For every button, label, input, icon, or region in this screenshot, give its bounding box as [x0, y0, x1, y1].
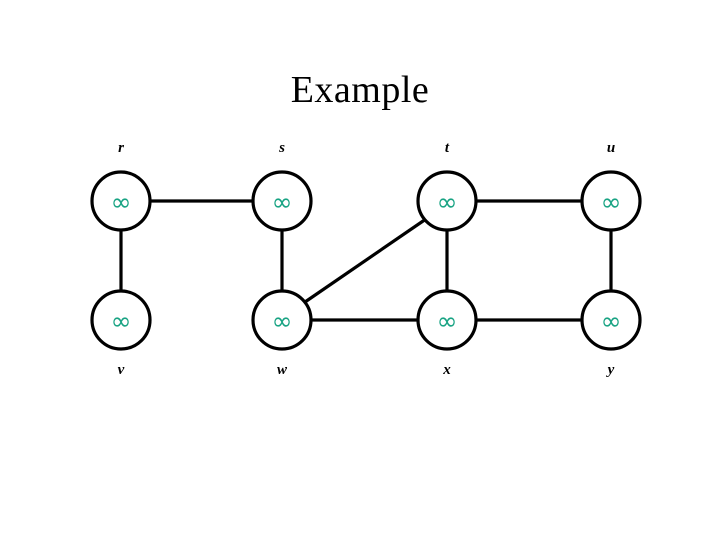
node-circle-s — [251, 170, 313, 232]
node-value-v: ∞ — [111, 307, 132, 336]
node-label-r: r — [118, 140, 124, 156]
graph-node-y[interactable]: ∞y — [580, 289, 642, 378]
node-value-u: ∞ — [601, 188, 622, 217]
node-circle-y — [580, 289, 642, 351]
node-circle-w — [251, 289, 313, 351]
node-circle-x — [416, 289, 478, 351]
node-label-t: t — [445, 140, 450, 156]
node-circle-t — [416, 170, 478, 232]
graph-node-u[interactable]: ∞u — [580, 140, 642, 232]
node-label-v: v — [118, 362, 125, 378]
nodes-group: ∞r∞s∞t∞u∞v∞w∞x∞y — [90, 140, 642, 378]
graph-edge-w-t — [304, 217, 427, 304]
node-circle-r — [90, 170, 152, 232]
node-label-u: u — [607, 140, 615, 156]
node-value-s: ∞ — [272, 188, 293, 217]
node-label-x: x — [442, 362, 451, 378]
node-label-y: y — [606, 362, 615, 378]
node-value-x: ∞ — [437, 307, 458, 336]
page-title: Example — [290, 69, 430, 111]
node-value-w: ∞ — [272, 307, 293, 336]
graph-node-v[interactable]: ∞v — [90, 289, 152, 378]
graph-node-s[interactable]: ∞s — [251, 140, 313, 232]
graph-node-r[interactable]: ∞r — [90, 140, 152, 232]
node-value-y: ∞ — [601, 307, 622, 336]
graph-node-w[interactable]: ∞w — [251, 289, 313, 378]
node-label-w: w — [277, 362, 288, 378]
node-label-s: s — [278, 140, 285, 156]
edges-group — [119, 199, 613, 322]
node-value-t: ∞ — [437, 188, 458, 217]
graph-node-t[interactable]: ∞t — [416, 140, 478, 232]
node-value-r: ∞ — [111, 188, 132, 217]
graph-node-x[interactable]: ∞x — [416, 289, 478, 378]
node-circle-v — [90, 289, 152, 351]
node-circle-u — [580, 170, 642, 232]
